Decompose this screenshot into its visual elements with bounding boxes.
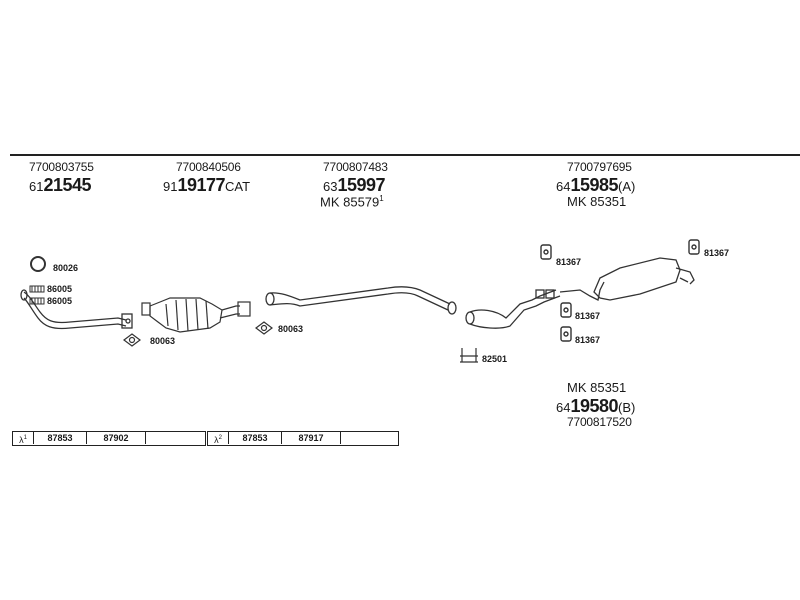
mk-bottom: MK 85351 (567, 380, 627, 395)
lambda-symbol-2: λ2 (208, 432, 229, 445)
label-clamp-b: 86005 (47, 296, 73, 306)
lambda-2-value-2: 87917 (282, 432, 341, 444)
lambda-table-2 (207, 431, 399, 446)
code-suffix: (A) (618, 179, 636, 194)
code-main: 15997 (337, 175, 386, 195)
part-number-bottom: 7700817520 (567, 415, 632, 429)
hanger-icon-2 (688, 239, 700, 255)
lambda-1-value-2: 87902 (87, 432, 146, 444)
code-prefix: 91 (163, 179, 178, 194)
clamp-icon-a (29, 285, 45, 293)
code-prefix: 63 (323, 179, 338, 194)
code-prefix: 61 (29, 179, 44, 194)
label-hanger-4: 81367 (575, 335, 601, 345)
code-col-2: 9119177CAT (163, 176, 250, 194)
ring-part (30, 256, 46, 272)
label-clamp-a: 86005 (47, 284, 73, 294)
hanger-icon-4 (560, 326, 572, 342)
code-main: 19177 (177, 175, 226, 195)
front-pipe (20, 289, 133, 330)
code-main: 15985 (570, 175, 619, 195)
hanger-icon-3 (560, 302, 572, 318)
mk-superscript: 1 (379, 194, 384, 203)
lambda-2-value-1: 87853 (229, 432, 282, 444)
label-gasket-left: 80063 (150, 336, 176, 346)
part-number-col-3: 7700807483 (323, 160, 388, 174)
label-bracket: 82501 (482, 354, 508, 364)
part-number-col-4: 7700797695 (567, 160, 632, 174)
mk-label: MK 85579 (320, 194, 380, 210)
code-prefix: 64 (556, 400, 571, 415)
code-col-1: 6121545 (29, 175, 92, 195)
middle-pipe (265, 286, 457, 315)
part-number-col-1: 7700803755 (29, 160, 94, 174)
code-bottom: 6419580(B) (556, 397, 635, 415)
hanger-icon-1 (540, 244, 552, 260)
mk-col-4: MK 85351 (567, 194, 627, 209)
gasket-left-icon (123, 333, 141, 347)
rear-silencer-assembly (465, 257, 695, 329)
catalytic-converter (141, 297, 251, 333)
lambda-glyph: λ (214, 435, 219, 445)
lambda-symbol-1: λ1 (13, 432, 34, 445)
code-main: 21545 (43, 175, 92, 195)
code-prefix: 64 (556, 179, 571, 194)
code-col-4: 6415985(A) (556, 176, 635, 194)
code-suffix: CAT (225, 179, 251, 194)
lambda-glyph: λ (19, 435, 24, 445)
lambda-1-value-1: 87853 (34, 432, 87, 444)
clamp-icon-b (29, 297, 45, 305)
label-hanger-2: 81367 (704, 248, 730, 258)
part-number-col-2: 7700840506 (176, 160, 241, 174)
label-ring: 80026 (53, 263, 79, 273)
lambda-sup: 1 (23, 435, 27, 441)
label-hanger-3: 81367 (575, 311, 601, 321)
bracket-icon (460, 348, 478, 363)
mk-col-3: MK 855791 (320, 194, 384, 210)
label-hanger-1: 81367 (556, 257, 582, 267)
code-col-3: 6315997 (323, 175, 386, 195)
code-main: 19580 (570, 396, 619, 416)
gasket-mid-icon (255, 321, 273, 335)
lambda-table-1 (12, 431, 206, 446)
label-gasket-mid: 80063 (278, 324, 304, 334)
lambda-sup: 2 (218, 435, 222, 441)
code-suffix: (B) (618, 400, 636, 415)
